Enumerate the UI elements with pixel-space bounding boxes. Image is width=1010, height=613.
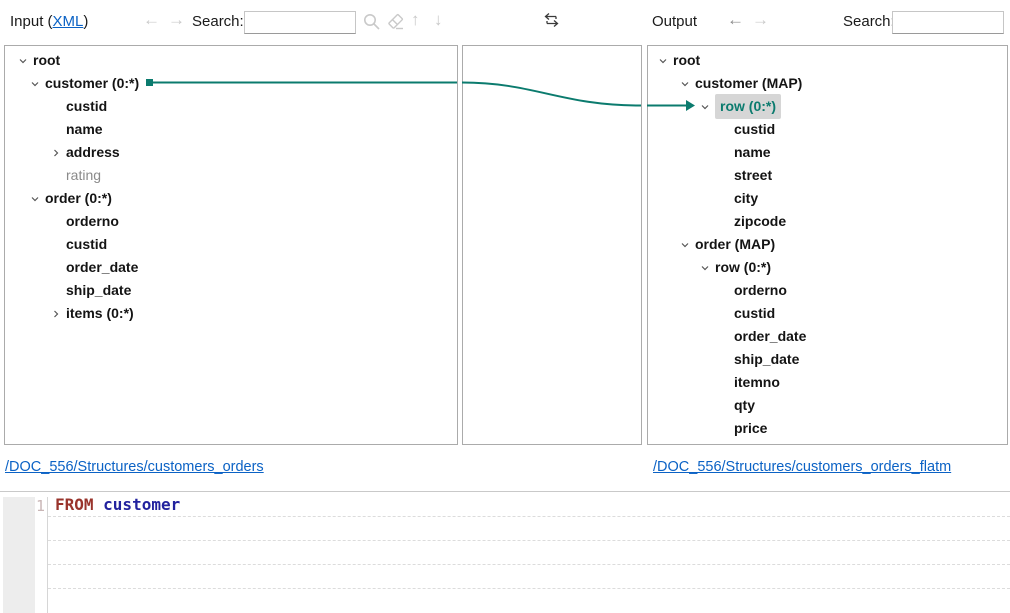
chevron-right-icon[interactable] <box>50 147 62 159</box>
toolbar: Input (XML) ← → Search: ↑ ↓ Output ← → S… <box>0 0 1010 45</box>
sql-identifier: customer <box>93 495 181 514</box>
mapping-canvas-panel[interactable] <box>462 45 642 445</box>
find-next-icon[interactable]: ↓ <box>434 10 443 29</box>
line-number: 1 <box>35 497 45 515</box>
swap-panels-icon[interactable] <box>540 10 560 30</box>
output-search-label: Search: <box>843 13 895 30</box>
input-panel-title: Input (XML) <box>10 13 89 30</box>
output-tree-panel: root customer (MAP) row (0:*) custid nam… <box>647 45 1008 445</box>
input-tree-item-customer[interactable]: customer (0:*) <box>5 72 457 95</box>
output-tree-item-qty[interactable]: qty <box>734 397 755 413</box>
editor-separator <box>0 491 1010 492</box>
input-tree-item-order[interactable]: order (0:*) <box>5 187 457 210</box>
input-tree-item-order-date[interactable]: order_date <box>66 259 139 275</box>
output-tree-item-customer-map[interactable]: customer (MAP) <box>648 72 1007 95</box>
chevron-down-icon[interactable] <box>699 262 711 274</box>
sql-keyword: FROM <box>55 495 94 514</box>
output-tree-item-city[interactable]: city <box>734 190 759 206</box>
selected-mapping-target: row (0:*) <box>715 94 781 119</box>
chevron-down-icon[interactable] <box>657 55 669 67</box>
code-line-1: FROM customer <box>55 495 180 514</box>
chevron-down-icon[interactable] <box>679 78 691 90</box>
output-search-field[interactable] <box>892 11 1004 34</box>
output-tree-item-zipcode[interactable]: zipcode <box>734 213 787 229</box>
find-previous-icon[interactable]: ↑ <box>411 10 420 29</box>
input-tree-item-orderno[interactable]: orderno <box>66 213 119 229</box>
output-nav-back-button[interactable]: ← <box>727 10 744 29</box>
output-tree-item-root[interactable]: root <box>648 49 1007 72</box>
editor-row-divider <box>48 516 1010 517</box>
editor-row-divider <box>48 564 1010 565</box>
output-nav-forward-button[interactable]: → <box>752 10 769 29</box>
input-search-field[interactable] <box>244 11 356 34</box>
editor-row-divider <box>48 540 1010 541</box>
chevron-down-icon[interactable] <box>699 101 711 113</box>
input-search-label: Search: <box>192 13 244 30</box>
input-nav-back-button[interactable]: ← <box>143 10 160 29</box>
input-format-link[interactable]: XML <box>52 13 84 30</box>
input-tree-item-ship-date[interactable]: ship_date <box>66 282 132 298</box>
output-tree-item-order-date[interactable]: order_date <box>734 328 807 344</box>
output-structure-link[interactable]: /DOC_556/Structures/customers_orders_fla… <box>653 459 952 475</box>
input-tree-item-rating[interactable]: rating <box>66 167 102 183</box>
output-tree-item-row-selected[interactable]: row (0:*) <box>648 94 1007 119</box>
editor-row-divider <box>48 588 1010 589</box>
clear-search-icon[interactable] <box>386 12 406 32</box>
code-editor[interactable]: 1 FROM customer <box>0 492 1010 613</box>
output-tree-item-ship-date[interactable]: ship_date <box>734 351 800 367</box>
chevron-down-icon[interactable] <box>29 193 41 205</box>
input-structure-link[interactable]: /DOC_556/Structures/customers_orders <box>5 459 264 475</box>
input-tree-item-root[interactable]: root <box>5 49 457 72</box>
output-tree-item-orderno[interactable]: orderno <box>734 282 787 298</box>
editor-gutter-divider <box>47 497 48 613</box>
editor-gutter <box>3 497 35 613</box>
chevron-down-icon[interactable] <box>679 239 691 251</box>
output-tree-item-custid[interactable]: custid <box>734 121 776 137</box>
chevron-down-icon[interactable] <box>29 78 41 90</box>
output-tree-item-name[interactable]: name <box>734 144 771 160</box>
input-tree-item-custid[interactable]: custid <box>66 98 108 114</box>
input-tree-item-address[interactable]: address <box>5 141 457 164</box>
input-tree-item-items[interactable]: items (0:*) <box>5 302 457 325</box>
input-tree-item-custid-2[interactable]: custid <box>66 236 108 252</box>
chevron-down-icon[interactable] <box>17 55 29 67</box>
search-icon[interactable] <box>362 12 382 32</box>
input-tree: root customer (0:*) custid name address … <box>5 46 457 325</box>
output-tree-item-street[interactable]: street <box>734 167 773 183</box>
output-tree-item-itemno[interactable]: itemno <box>734 374 780 390</box>
input-tree-item-name[interactable]: name <box>66 121 103 137</box>
output-panel-title: Output <box>652 13 698 30</box>
input-tree-panel: root customer (0:*) custid name address … <box>4 45 458 445</box>
output-tree: root customer (MAP) row (0:*) custid nam… <box>648 46 1007 440</box>
output-tree-item-price[interactable]: price <box>734 420 768 436</box>
input-nav-forward-button[interactable]: → <box>168 10 185 29</box>
output-tree-item-order-map[interactable]: order (MAP) <box>648 233 1007 256</box>
output-tree-item-custid-2[interactable]: custid <box>734 305 776 321</box>
chevron-right-icon[interactable] <box>50 308 62 320</box>
output-tree-item-row-2[interactable]: row (0:*) <box>648 256 1007 279</box>
